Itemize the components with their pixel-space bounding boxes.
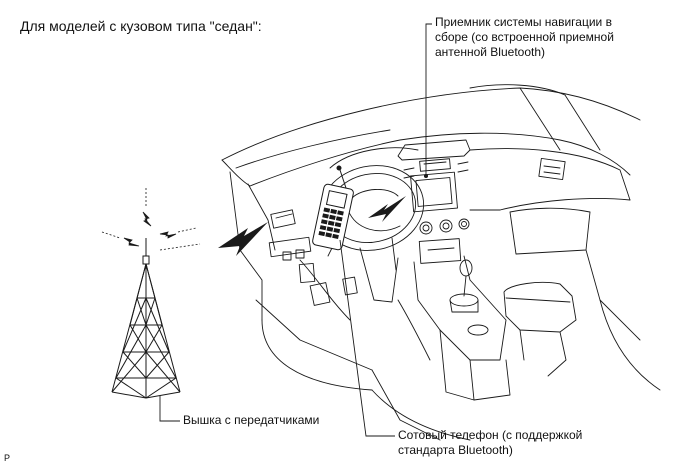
- transmission-tower: [111, 238, 181, 399]
- tower-label: Вышка с передатчиками: [183, 413, 320, 427]
- cell-phone-label: Сотовый телефон (с поддержкой стандарта …: [398, 428, 583, 457]
- wireless-signal-bolt-right: [368, 196, 406, 222]
- wireless-signal-bolt-left: [218, 222, 268, 256]
- leader-lines: [159, 23, 432, 437]
- car-interior: [221, 84, 661, 441]
- page-marker: P: [4, 453, 11, 463]
- navigation-receiver-label: Приемник системы навигации в сборе (со в…: [435, 15, 614, 59]
- cell-phone-icon: [312, 165, 354, 251]
- page-title: Для моделей с кузовом типа "седан":: [20, 18, 262, 34]
- tower-signal-icon: [123, 211, 177, 247]
- signal-dashes: [101, 188, 201, 251]
